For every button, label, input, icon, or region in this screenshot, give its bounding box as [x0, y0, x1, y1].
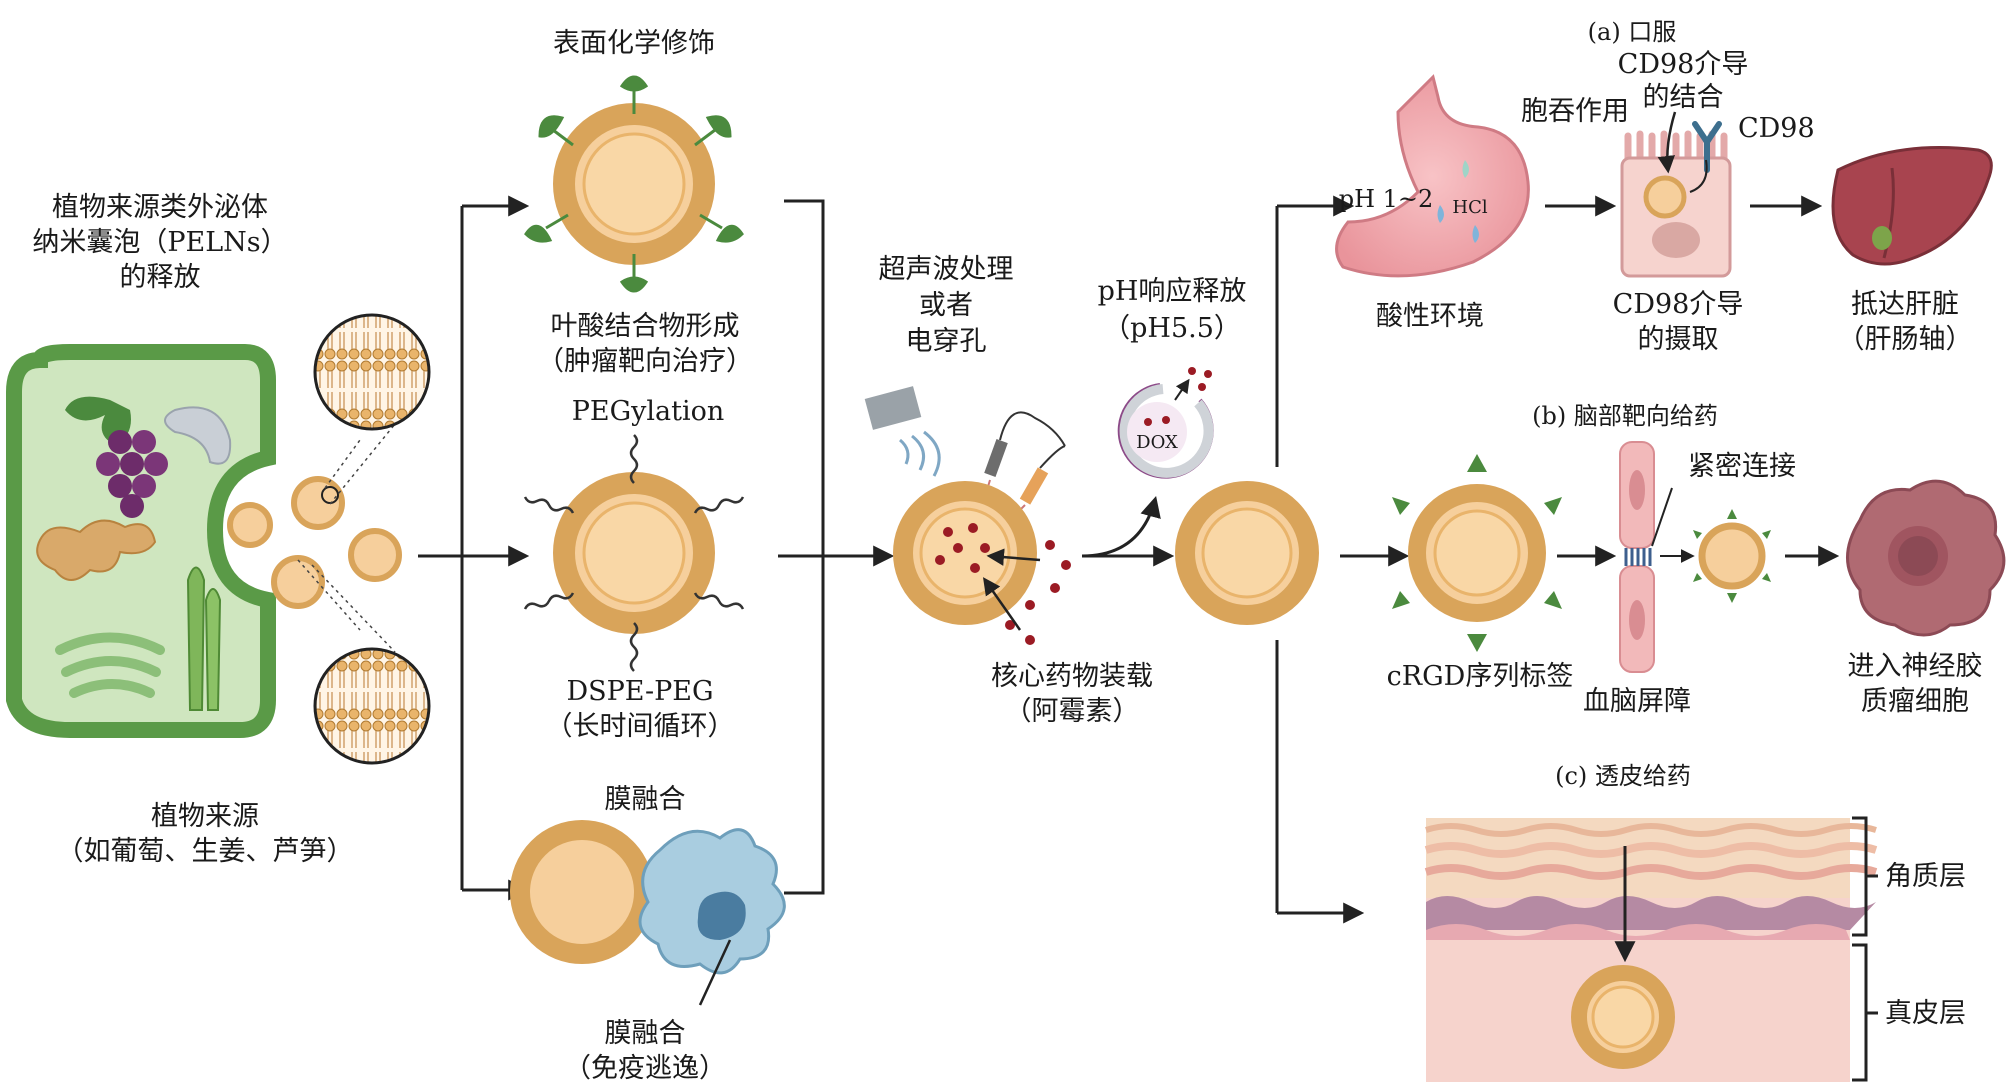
crgd-tag-icon	[1392, 454, 1562, 652]
crgd-label: cRGD序列标签	[1387, 661, 1574, 692]
release-arrow	[1174, 378, 1190, 401]
released-vesicle	[271, 555, 325, 609]
peg-title: PEGylation	[572, 396, 725, 427]
vacuole-icon	[164, 406, 232, 465]
stratum-bracket	[1852, 816, 1878, 937]
folate-label: 叶酸结合物形成	[551, 311, 740, 342]
stomach-icon	[1335, 74, 1530, 278]
grape-icon	[65, 396, 168, 518]
bilayer-zoom-top	[313, 313, 431, 431]
cd98-binding-2: 的结合	[1643, 82, 1724, 113]
tight-junction-label: 紧密连接	[1688, 451, 1796, 482]
peg-vesicle	[553, 472, 715, 634]
released-vesicle	[348, 528, 402, 582]
folate-ligand-icon	[524, 75, 744, 293]
cd98-uptake-2: 的摄取	[1638, 324, 1719, 355]
final-vesicle	[1175, 481, 1319, 625]
bbb-endothelial-icon	[1619, 441, 1655, 673]
skin-cross-section	[1424, 818, 1878, 1082]
fusion-sub: （免疫逃逸）	[564, 1053, 726, 1084]
dox-release-vesicle	[1117, 383, 1214, 479]
ginger-icon	[36, 519, 157, 581]
liver-icon	[1831, 146, 1993, 266]
oral-title: (a) 口服	[1588, 18, 1677, 46]
dermis-label: 真皮层	[1885, 998, 1966, 1029]
release-title-3: 的释放	[120, 262, 201, 293]
acidic-env-label: 酸性环境	[1376, 301, 1484, 332]
release-title-1: 植物来源类外泌体	[52, 192, 268, 223]
bilayer-zoom-bottom	[313, 647, 431, 765]
cd98-binding-1: CD98介导	[1618, 49, 1749, 80]
glioma-label-2: 质瘤细胞	[1861, 686, 1969, 717]
folate-vesicle	[553, 103, 715, 265]
glioma-cell-icon	[1846, 479, 2006, 637]
bbb-label: 血脑屏障	[1583, 686, 1691, 717]
ultrasound-probe-icon	[864, 386, 941, 477]
arrow-to-release	[1081, 495, 1161, 558]
core-sub: （阿霉素）	[1005, 696, 1140, 727]
asparagus-icon	[186, 566, 222, 711]
loading-method-1: 超声波处理	[879, 254, 1014, 285]
binding-pointer	[1689, 159, 1708, 193]
liver-label-2: （肝肠轴）	[1838, 324, 1973, 355]
release-title: pH响应释放	[1098, 276, 1247, 307]
intestinal-cell-icon	[1620, 130, 1732, 278]
fusion-label: 膜融合	[605, 1018, 686, 1049]
small-crgd-vesicle	[1693, 509, 1771, 603]
release-title-2: 纳米囊泡（PELNs）	[32, 227, 287, 258]
release-sub: （pH5.5）	[1103, 313, 1241, 344]
dox-molecule	[1005, 540, 1071, 645]
loading-method-3: 电穿孔	[906, 326, 987, 357]
released-vesicle	[227, 502, 273, 548]
stomach-hcl: HCl	[1452, 197, 1487, 218]
endocytosis-label: 胞吞作用	[1521, 96, 1629, 127]
stomach-ph: pH 1~2	[1339, 185, 1434, 213]
peg-label: DSPE-PEG	[566, 676, 713, 707]
junction-pointer	[1651, 487, 1673, 547]
stratum-label: 角质层	[1885, 861, 1966, 892]
liver-label-1: 抵达肝脏	[1851, 289, 1959, 320]
fusion-title: 膜融合	[605, 784, 686, 815]
peg-chain-icon	[523, 434, 745, 672]
cd98-label: CD98	[1738, 113, 1815, 144]
modification-title: 表面化学修饰	[553, 28, 715, 59]
golgi-icon	[55, 632, 165, 698]
plant-source-label: 植物来源	[151, 801, 259, 832]
merge-bracket	[784, 199, 825, 895]
dox-label: DOX	[1136, 432, 1178, 453]
glioma-label-1: 进入神经胶	[1848, 651, 1983, 682]
immune-cell-icon	[638, 828, 786, 975]
brain-title: (b) 脑部靶向给药	[1532, 402, 1718, 430]
peg-sub: （长时间循环）	[546, 711, 735, 742]
tight-junction-icon	[1624, 548, 1652, 566]
skin-title: (c) 透皮给药	[1555, 762, 1691, 790]
folate-sub: （肿瘤靶向治疗）	[537, 346, 753, 377]
plant-source-examples: （如葡萄、生姜、芦笋）	[57, 836, 354, 867]
crgd-vesicle	[1408, 484, 1546, 622]
drug-in-arrow	[986, 548, 1041, 566]
loading-method-2: 或者	[919, 290, 973, 321]
released-dox	[1188, 367, 1212, 391]
released-vesicle	[291, 476, 345, 530]
core-pointer	[982, 577, 1022, 631]
fusion-vesicle	[510, 820, 654, 964]
fusion-pointer	[698, 939, 732, 1006]
cd98-uptake-1: CD98介导	[1613, 289, 1744, 320]
endocytosis-arrow	[1657, 111, 1677, 174]
loaded-vesicle	[893, 481, 1037, 625]
core-label: 核心药物装载	[991, 661, 1153, 692]
dermis-bracket	[1852, 943, 1878, 1082]
